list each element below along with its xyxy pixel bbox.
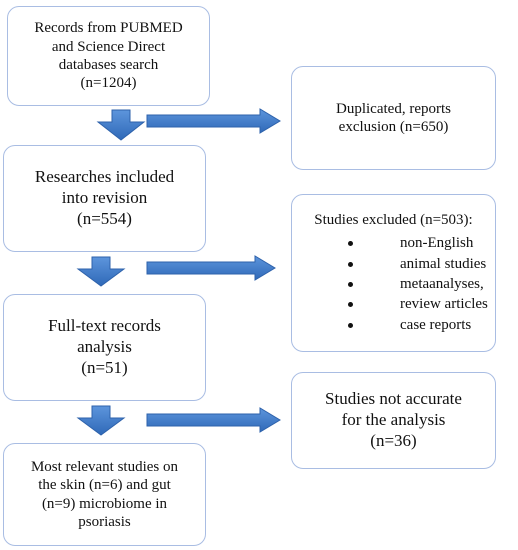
fulltext-line-3: (n=51) [81, 357, 128, 377]
right-arrow-3 [146, 407, 281, 433]
down-arrow-2 [76, 256, 126, 287]
down-arrow-1 [96, 109, 146, 141]
duplicated-line-1: Duplicated, reports [336, 100, 451, 117]
excluded-list: non-English animal studies metaanalyses,… [338, 233, 488, 335]
fulltext-line-1: Full-text records [48, 316, 161, 336]
fulltext-box: Full-text records analysis (n=51) [3, 294, 206, 401]
excluded-title: Studies excluded (n=503): [314, 211, 473, 228]
not-accurate-line-3: (n=36) [370, 430, 417, 450]
researches-line-1: Researches included [34, 167, 175, 187]
down-arrow-3 [76, 405, 126, 436]
excluded-item: review articles [338, 294, 488, 314]
not-accurate-line-2: for the analysis [341, 410, 446, 430]
records-line-3: databases search [58, 57, 159, 73]
relevant-line-2: the skin (n=6) and gut [38, 477, 171, 494]
records-line-2: and Science Direct [51, 38, 166, 55]
excluded-box: Studies excluded (n=503): non-English an… [291, 194, 496, 352]
records-line-4: (n=1204) [80, 75, 137, 92]
researches-box: Researches included into revision (n=554… [3, 145, 206, 252]
duplicated-line-2: exclusion (n=650) [338, 119, 449, 135]
right-arrow-1 [146, 108, 281, 134]
researches-line-2: into revision [61, 188, 148, 208]
excluded-item: animal studies [338, 254, 488, 274]
records-line-1: Records from PUBMED [34, 20, 183, 37]
records-box: Records from PUBMED and Science Direct d… [7, 6, 210, 106]
relevant-line-3: (n=9) microbiome in [41, 495, 168, 512]
excluded-item: non-English [338, 233, 488, 253]
duplicated-box: Duplicated, reports exclusion (n=650) [291, 66, 496, 170]
researches-line-3: (n=554) [77, 208, 132, 228]
not-accurate-line-1: Studies not accurate [325, 389, 462, 409]
fulltext-line-2: analysis [77, 337, 132, 357]
not-accurate-box: Studies not accurate for the analysis (n… [291, 372, 496, 469]
excluded-item: case reports [338, 315, 488, 335]
relevant-line-1: Most relevant studies on [30, 458, 179, 475]
excluded-item: metaanalyses, [338, 274, 488, 294]
right-arrow-2 [146, 255, 276, 281]
relevant-line-4: psoriasis [78, 513, 131, 530]
relevant-box: Most relevant studies on the skin (n=6) … [3, 443, 206, 546]
